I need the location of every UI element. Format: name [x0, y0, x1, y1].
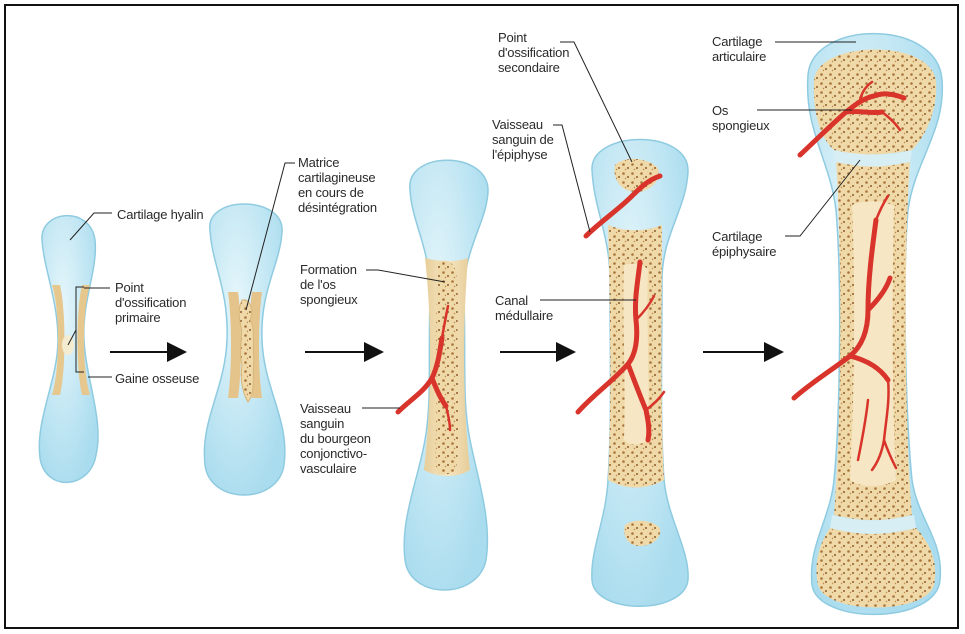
- label-os-spongieux: Os spongieux: [712, 103, 769, 133]
- stage-2-cartilage-model: [204, 204, 285, 495]
- stage-5-bone: [794, 34, 942, 615]
- leader-vaisseau-epiphyse: [553, 125, 590, 232]
- stage-4-bone: [578, 140, 688, 607]
- label-cartilage-articulaire: Cartilage articulaire: [712, 34, 766, 64]
- stage-3-spongy-core: [435, 260, 459, 474]
- stage-3-bone: [398, 160, 488, 590]
- label-matrice-cartilagineuse: Matrice cartilagineuse en cours de désin…: [298, 155, 377, 215]
- label-point-ossification-secondaire: Point d'ossification secondaire: [498, 30, 569, 75]
- label-vaisseau-epiphyse: Vaisseau sanguin de l'épiphyse: [492, 117, 554, 162]
- label-vaisseau-bourgeon: Vaisseau sanguin du bourgeon conjonctivo…: [300, 401, 371, 476]
- stage-1-cartilage-model: [39, 216, 98, 483]
- label-formation-os-spongieux: Formation de l'os spongieux: [300, 262, 357, 307]
- stage-5-proximal-epiphysis: [814, 50, 936, 155]
- label-cartilage-hyalin: Cartilage hyalin: [117, 207, 203, 222]
- label-gaine-osseuse: Gaine osseuse: [115, 371, 199, 386]
- stage-5-distal-epiphysis: [817, 528, 936, 608]
- label-point-ossification-primaire: Point d'ossification primaire: [115, 280, 186, 325]
- label-canal-medullaire: Canal médullaire: [495, 293, 553, 323]
- label-cartilage-epiphysaire: Cartilage épiphysaire: [712, 229, 776, 259]
